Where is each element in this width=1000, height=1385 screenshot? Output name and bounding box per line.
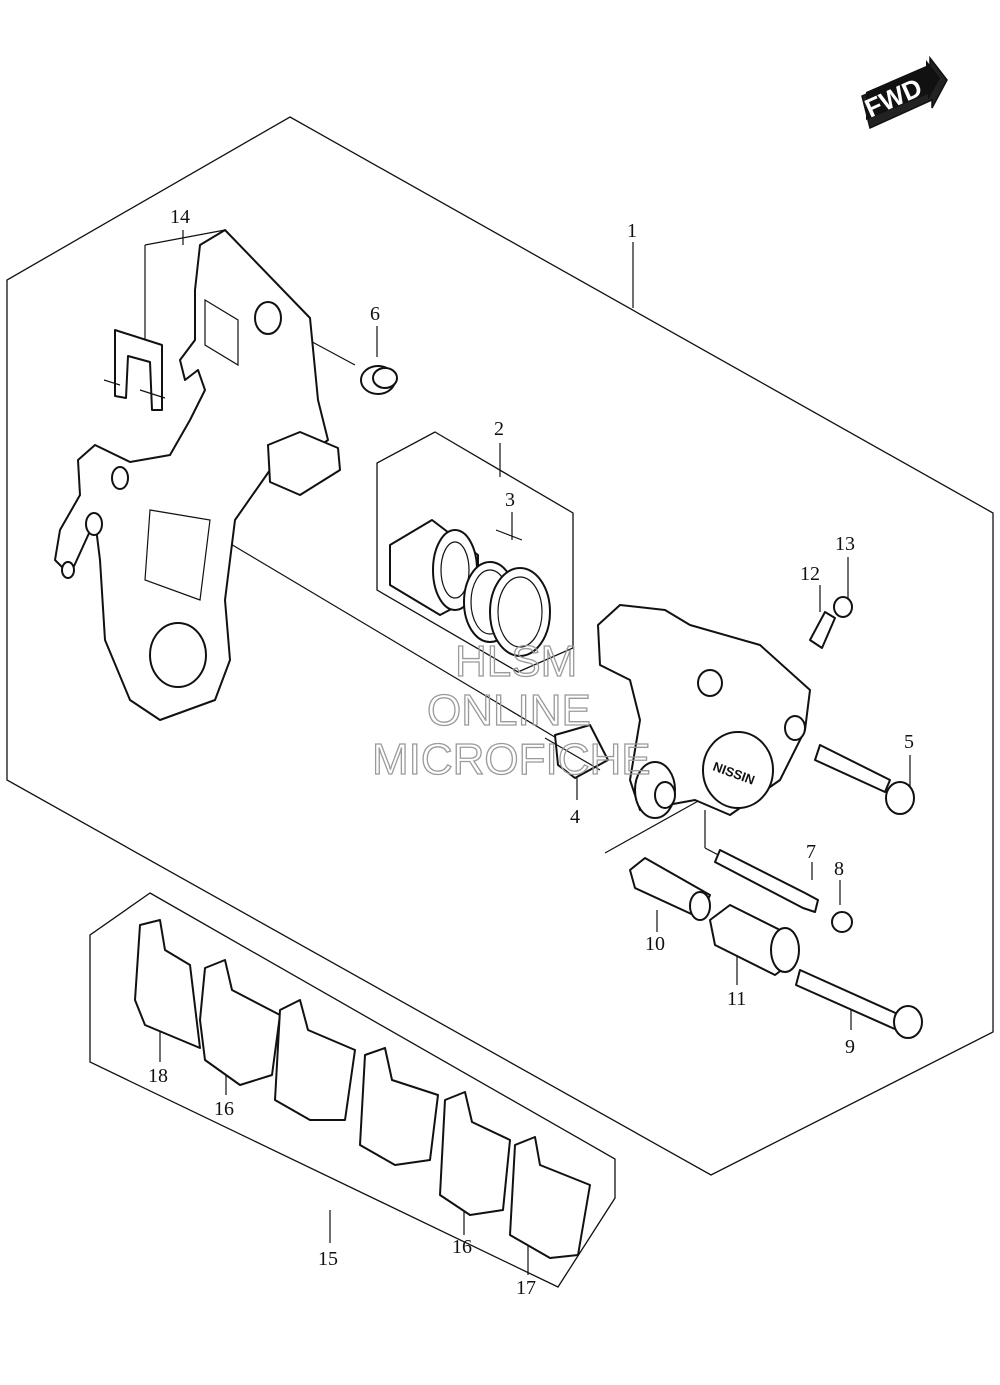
pad-set-boundary bbox=[89, 892, 616, 1288]
pad-spring-clip bbox=[103, 329, 166, 411]
callout-18: 18 bbox=[148, 1065, 168, 1087]
callout-17: 17 bbox=[516, 1277, 536, 1299]
callout-13: 13 bbox=[835, 533, 855, 555]
bleeder-cap bbox=[833, 596, 853, 618]
callout-3: 3 bbox=[505, 489, 515, 511]
pin-bolt bbox=[814, 744, 915, 815]
brake-pad-16-left bbox=[199, 959, 281, 1086]
dust-boot bbox=[709, 904, 800, 976]
piston-seals bbox=[463, 561, 551, 657]
brake-pad-16-right bbox=[439, 1091, 511, 1216]
callout-10: 10 bbox=[645, 933, 665, 955]
watermark-line-2: ONLINE bbox=[427, 686, 591, 735]
callout-16-left: 16 bbox=[214, 1098, 234, 1120]
brake-pad-17-shim bbox=[509, 1136, 591, 1259]
pad-spring bbox=[544, 724, 609, 779]
bleeder-screw bbox=[809, 611, 836, 649]
watermark-line-1: HLSM bbox=[455, 637, 577, 686]
brake-pad-18-shim bbox=[134, 919, 201, 1049]
brake-pad-center-a bbox=[274, 999, 356, 1121]
callout-7: 7 bbox=[806, 841, 816, 863]
callout-9: 9 bbox=[845, 1036, 855, 1058]
callout-16-right: 16 bbox=[452, 1236, 472, 1258]
mounting-bolt bbox=[795, 969, 923, 1039]
caliper-body: NISSIN bbox=[597, 604, 811, 819]
watermark-line-3: MICROFICHE bbox=[372, 735, 651, 784]
pin-boot bbox=[831, 911, 853, 933]
callout-11: 11 bbox=[727, 988, 746, 1010]
watermark: HLSM ONLINE MICROFICHE bbox=[371, 636, 651, 784]
piston-kit-boundary bbox=[376, 431, 574, 673]
callout-4: 4 bbox=[570, 806, 580, 828]
fwd-arrow-icon: FWD bbox=[860, 55, 948, 130]
sliding-pin bbox=[714, 849, 819, 913]
callout-2: 2 bbox=[494, 418, 504, 440]
caliper-assembly-boundary bbox=[6, 116, 994, 1176]
callout-14: 14 bbox=[170, 206, 190, 228]
callout-12: 12 bbox=[800, 563, 820, 585]
callout-8: 8 bbox=[834, 858, 844, 880]
rubber-boot bbox=[360, 365, 398, 395]
callout-6: 6 bbox=[370, 303, 380, 325]
caliper-bracket bbox=[54, 229, 341, 721]
callout-15: 15 bbox=[318, 1248, 338, 1270]
callout-1: 1 bbox=[627, 220, 637, 242]
sleeve bbox=[629, 857, 711, 921]
callout-5: 5 bbox=[904, 731, 914, 753]
callouts: 1 2 3 4 5 6 7 8 9 10 11 12 13 14 15 16 1… bbox=[148, 206, 914, 1299]
brake-pad-center-b bbox=[359, 1047, 439, 1166]
